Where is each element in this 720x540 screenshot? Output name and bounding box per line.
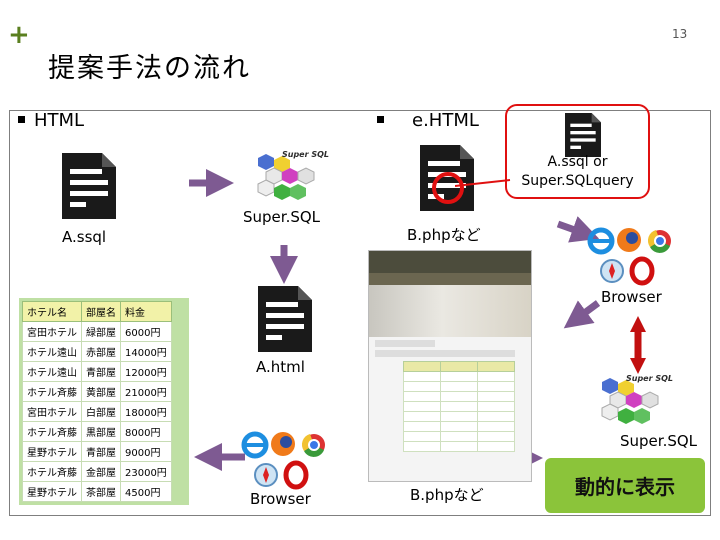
highlight-circle	[432, 172, 464, 204]
hexagon-cluster-icon	[257, 154, 315, 200]
table-cell: 6000円	[120, 321, 172, 342]
logo-brand: Super SQL	[626, 374, 673, 383]
opera-icon	[629, 256, 655, 286]
content-frame	[9, 110, 711, 516]
table-cell: 23000円	[120, 461, 172, 482]
plus-icon: +	[8, 20, 30, 50]
browser-right-label: Browser	[601, 288, 662, 306]
browser-left-label: Browser	[250, 490, 311, 508]
bullet-icon	[377, 116, 384, 123]
table-cell: 金部屋	[81, 461, 121, 482]
webpage-screenshot	[368, 250, 532, 482]
table-cell: 白部屋	[81, 401, 121, 422]
hexagon-cluster-icon	[601, 378, 659, 424]
screenshot-nav	[369, 273, 531, 285]
safari-icon	[254, 463, 278, 487]
chrome-icon	[647, 230, 671, 253]
callout-text: A.ssql or Super.SQLquery	[507, 153, 648, 191]
page-title: 提案手法の流れ	[48, 53, 251, 84]
table-header: 部屋名	[81, 301, 121, 322]
table-cell: 宮田ホテル	[22, 401, 82, 422]
table-cell: 14000円	[120, 341, 172, 362]
table-header: ホテル名	[22, 301, 82, 322]
logo-brand: Super SQL	[282, 150, 329, 159]
table-header: 料金	[120, 301, 172, 322]
callout-line1: A.ssql or	[547, 154, 608, 170]
safari-icon	[600, 259, 624, 283]
bphp-bottom-label: B.phpなど	[410, 486, 484, 504]
callout-line2: Super.SQLquery	[521, 173, 634, 189]
bullet-icon	[18, 116, 25, 123]
table-cell: ホテル遠山	[22, 361, 82, 382]
screenshot-header	[369, 251, 531, 273]
bphp-label: B.phpなど	[407, 226, 481, 244]
right-heading: e.HTML	[412, 110, 479, 131]
table-cell: 緑部屋	[81, 321, 121, 342]
table-cell: ホテル斉藤	[22, 381, 82, 402]
supersql-logo: Super SQL	[248, 148, 332, 204]
table-cell: ホテル斉藤	[22, 421, 82, 442]
chrome-icon	[301, 434, 325, 457]
table-cell: 4500円	[120, 481, 172, 502]
assl-label: A.ssql	[62, 228, 107, 246]
screenshot-hero-image	[369, 285, 531, 337]
dynamic-display-badge: 動的に表示	[545, 458, 705, 513]
opera-icon	[283, 460, 309, 490]
supersql-right-label: Super.SQL	[620, 432, 698, 450]
ie-icon	[241, 431, 269, 459]
table-cell: 8000円	[120, 421, 172, 442]
ahtml-label: A.html	[256, 358, 305, 376]
arrow-diag-down	[556, 216, 600, 243]
table-cell: 青部屋	[81, 361, 121, 382]
table-cell: 18000円	[120, 401, 172, 422]
ie-icon	[587, 227, 615, 255]
table-cell: 21000円	[120, 381, 172, 402]
supersql-logo-right: Super SQL	[592, 372, 676, 428]
firefox-icon	[271, 432, 295, 456]
table-cell: 9000円	[120, 441, 172, 462]
callout-pointer	[455, 179, 511, 187]
slide-number: 13	[672, 27, 688, 41]
query-callout	[505, 104, 650, 199]
left-heading: HTML	[34, 110, 85, 131]
table-cell: ホテル斉藤	[22, 461, 82, 482]
screenshot-table	[403, 361, 515, 452]
table-cell: ホテル遠山	[22, 341, 82, 362]
table-cell: 黄部屋	[81, 381, 121, 402]
table-cell: 星野ホテル	[22, 441, 82, 462]
table-cell: 茶部屋	[81, 481, 121, 502]
table-cell: 青部屋	[81, 441, 121, 462]
browser-icons-right	[587, 227, 671, 286]
screenshot-text-line	[375, 350, 515, 357]
supersql-label: Super.SQL	[243, 208, 321, 226]
arrow-diag-left	[563, 300, 601, 329]
table-cell: 12000円	[120, 361, 172, 382]
table-cell: 宮田ホテル	[22, 321, 82, 342]
firefox-icon	[617, 228, 641, 252]
screenshot-text-line	[375, 340, 435, 347]
table-cell: 赤部屋	[81, 341, 121, 362]
table-cell: 星野ホテル	[22, 481, 82, 502]
browser-icons-left	[241, 431, 325, 490]
table-cell: 黒部屋	[81, 421, 121, 442]
